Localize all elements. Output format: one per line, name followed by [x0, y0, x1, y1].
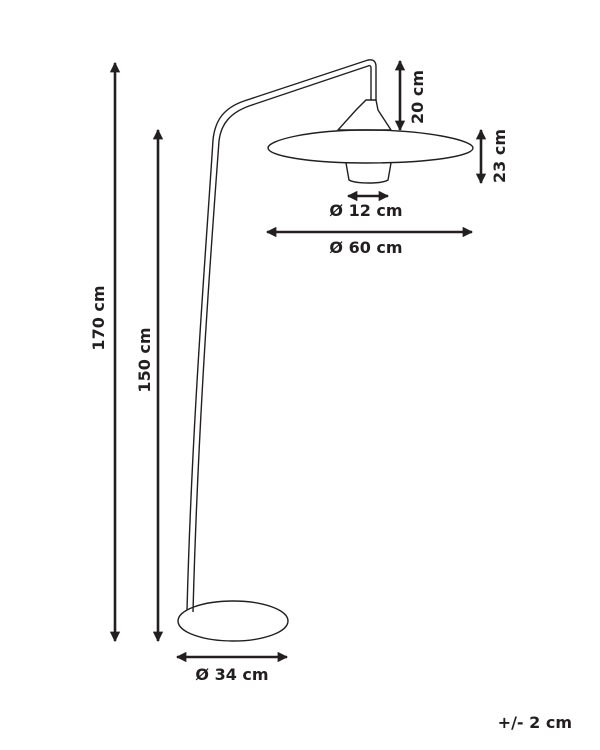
lamp-drawing [177, 59, 474, 642]
shade-height-label: 23 cm [490, 129, 509, 183]
lamp-pole-inner [192, 64, 372, 613]
lamp-shade [267, 129, 474, 164]
shade-diameter-label: Ø 60 cm [329, 238, 402, 257]
lamp-base [177, 600, 289, 642]
lamp-diffuser [345, 162, 392, 184]
shade-drop-label: 20 cm [408, 70, 427, 124]
total-height-label: 170 cm [89, 285, 108, 350]
base-diameter-label: Ø 34 cm [195, 665, 268, 684]
tolerance-note: +/- 2 cm [498, 713, 572, 732]
lamp-pole [186, 59, 377, 611]
arm-height-label: 150 cm [135, 327, 154, 392]
lamp-shade-neck [336, 99, 393, 131]
neck-diameter-label: Ø 12 cm [329, 201, 402, 220]
